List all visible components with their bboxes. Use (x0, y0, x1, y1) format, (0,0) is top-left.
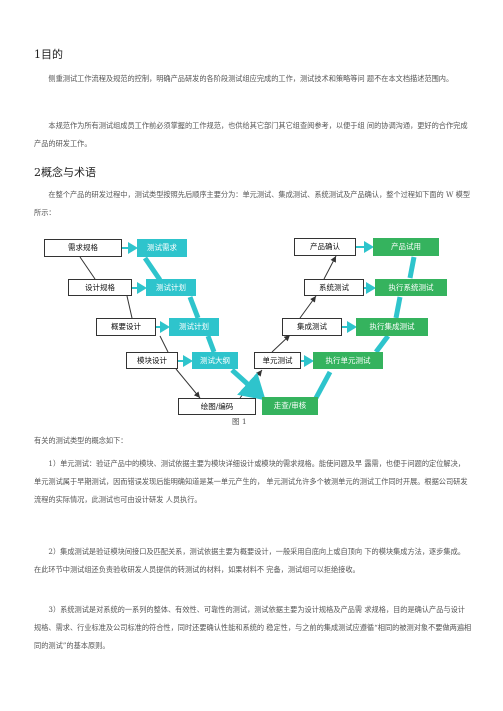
system-test-box: 系统测试 (304, 279, 364, 296)
paragraph-concepts-intro: 有关的测试类型的概念如下： (34, 436, 128, 445)
test-plan-box-2: 测试计划 (169, 318, 219, 336)
paragraph-scope: 本规范作为所有测试组成员工作前必须掌握的工作规范，也供给其它部门其它组查阅参考，… (34, 121, 468, 148)
teal-connectors (122, 241, 376, 367)
drawing-coding-box: 绘图/编码 (178, 398, 256, 415)
figure-caption: 图 1 (232, 417, 247, 426)
section-1-title: 1目的 (34, 48, 63, 61)
execute-integration-test-box: 执行集成测试 (356, 318, 428, 336)
integration-test-box: 集成测试 (282, 318, 342, 336)
test-outline-box: 测试大纲 (192, 352, 238, 369)
walkthrough-review-box: 走查/审核 (262, 397, 318, 415)
execute-system-test-box: 执行系统测试 (375, 279, 447, 296)
paragraph-unit-test: 1）单元测试：验证产品中的模块、测试依据主要为模块详细设计或模块的需求规格。能使… (34, 459, 468, 504)
module-design-box: 模块设计 (126, 352, 178, 369)
paragraph-system-test: 3）系统测试是对系统的一系列的整体、有效性、可靠性的测试，测试依据主要为设计规格… (34, 605, 472, 650)
product-confirm-box: 产品确认 (294, 238, 356, 256)
paragraph-integration-test: 2）集成测试是验证模块间接口及匹配关系，测试依据主要为概要设计，一般采用自底向上… (34, 547, 465, 574)
unit-test-box: 单元测试 (254, 352, 301, 369)
overview-design-box: 概要设计 (96, 318, 156, 336)
test-requirement-box: 测试需求 (137, 239, 187, 257)
section-2-title: 2概念与术语 (34, 166, 96, 179)
requirement-spec-box: 需求规格 (44, 239, 122, 257)
paragraph-purpose: 侧重测试工作流程及规范的控制，明确产品研发的各阶段测试组应完成的工作，测试技术和… (48, 74, 454, 83)
test-plan-box-1: 测试计划 (146, 279, 196, 296)
design-spec-box: 设计规格 (68, 279, 132, 296)
product-trial-box: 产品试用 (373, 238, 439, 256)
execute-unit-test-box: 执行单元测试 (313, 352, 383, 369)
paragraph-wmodel-intro: 在整个产品的研发过程中，测试类型按照先后顺序主要分为：单元测试、集成测试、系统测… (34, 190, 471, 217)
